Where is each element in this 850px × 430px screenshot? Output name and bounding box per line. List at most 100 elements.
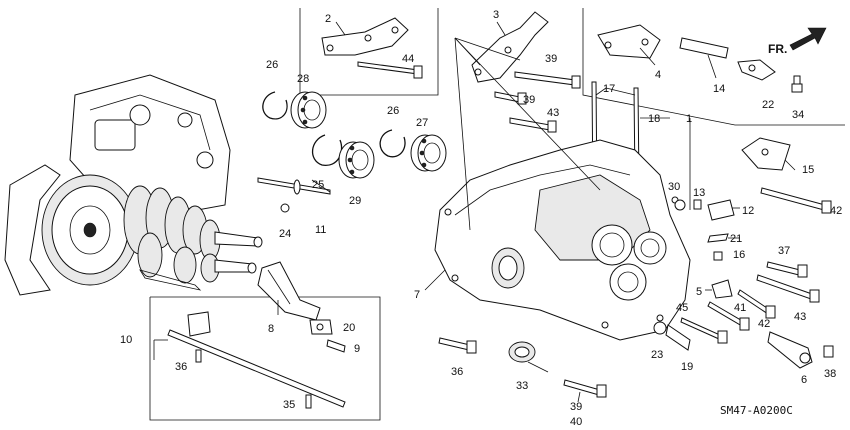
clip-5 <box>711 279 733 299</box>
callout-45: 45 <box>676 302 688 314</box>
gear-assembly <box>4 74 263 296</box>
callout-labels: 2 3 4 14 22 34 44 39 39 43 17 18 1 15 26… <box>120 9 842 428</box>
bolt-38 <box>766 261 808 278</box>
callout-43-right: 43 <box>794 311 806 323</box>
bracket-box-44 <box>299 8 439 96</box>
callout-2: 2 <box>325 13 331 25</box>
callout-23: 23 <box>651 349 663 361</box>
orientation-label: FR. <box>768 42 787 56</box>
leader-lines <box>153 21 796 403</box>
callout-30: 30 <box>668 181 680 193</box>
front-direction-arrow-icon <box>789 27 827 51</box>
bearing-27 <box>410 134 447 172</box>
snap-ring-26-left <box>262 91 288 120</box>
shift-fork-8 <box>257 261 321 321</box>
detent-20 <box>309 319 333 335</box>
callout-3: 3 <box>493 9 499 21</box>
callout-10: 10 <box>120 334 132 346</box>
washer-30 <box>674 199 686 211</box>
callout-14: 14 <box>713 83 725 95</box>
callout-6: 6 <box>801 374 807 386</box>
callout-27: 27 <box>416 117 428 129</box>
callout-25: 25 <box>312 179 324 191</box>
callout-26-right: 26 <box>387 105 399 117</box>
bolt-44 <box>357 61 423 79</box>
callout-37: 39 <box>545 53 557 65</box>
bolt-42-top <box>760 187 832 214</box>
callout-40: 40 <box>570 416 582 428</box>
bolt-36 <box>438 337 477 354</box>
bolt-45 <box>680 317 728 344</box>
diagram-code: SM47-A0200C <box>720 404 793 417</box>
callout-35: 38 <box>824 368 836 380</box>
bolt-24 <box>280 203 290 213</box>
callout-1: 1 <box>686 113 692 125</box>
callout-42-mid: 42 <box>758 318 770 330</box>
bearing-29 <box>338 141 375 179</box>
callout-13: 13 <box>693 187 705 199</box>
callout-28: 28 <box>297 73 309 85</box>
callout-9: 9 <box>354 343 360 355</box>
bolt-39-40 <box>563 379 607 398</box>
bolt-39-top <box>494 91 527 105</box>
shift-arm-6 <box>767 331 813 369</box>
callout-39-bottom: 39 <box>570 401 582 413</box>
callout-20: 20 <box>343 322 355 334</box>
bracket-22 <box>737 59 776 81</box>
bolt-23 <box>653 321 667 335</box>
callout-44: 44 <box>402 53 414 65</box>
bracket-box-right <box>582 8 845 126</box>
callout-33: 35 <box>283 399 295 411</box>
oil-seal-31 <box>508 341 536 363</box>
callout-16: 16 <box>733 249 745 261</box>
callout-11: 11 <box>315 224 326 236</box>
callout-21: 21 <box>730 233 742 245</box>
callout-17: 17 <box>603 83 615 95</box>
callout-5: 5 <box>696 286 702 298</box>
sensor-12 <box>707 199 735 221</box>
shift-rod-11 <box>257 177 331 195</box>
callout-18: 18 <box>648 113 660 125</box>
callout-32: 34 <box>792 109 804 121</box>
bolt-9 <box>326 339 346 353</box>
callout-43-top: 43 <box>547 107 559 119</box>
callout-39-top: 39 <box>523 94 535 106</box>
callout-12: 12 <box>742 205 754 217</box>
snap-ring-25 <box>311 134 343 166</box>
bolt-41 <box>707 301 750 331</box>
bolt-13 <box>693 199 702 210</box>
bolt-37 <box>514 71 581 89</box>
callout-7: 7 <box>414 289 420 301</box>
callout-15: 15 <box>802 164 814 176</box>
bolt-32 <box>791 75 803 93</box>
bolt-43-right <box>756 274 820 303</box>
callout-41: 41 <box>734 302 746 314</box>
bolt-19 <box>665 324 691 351</box>
bracket-3 <box>471 11 549 83</box>
callout-24: 24 <box>279 228 291 240</box>
callout-42-top: 42 <box>830 205 842 217</box>
callout-22: 22 <box>762 99 774 111</box>
shift-shaft-box <box>149 296 381 421</box>
plate-14 <box>679 37 729 59</box>
bolt-35 <box>823 345 834 358</box>
snap-ring-26-right <box>379 129 406 158</box>
bracket-15 <box>741 137 791 171</box>
shift-shaft-assembly <box>167 311 346 409</box>
callout-38: 37 <box>778 245 790 257</box>
bracket-2 <box>321 17 409 56</box>
bearing-28 <box>290 91 327 129</box>
callout-36: 36 <box>451 366 463 378</box>
bracket-4 <box>597 24 661 59</box>
bolt-42-mid <box>737 289 776 319</box>
callout-26-left: 26 <box>266 59 278 71</box>
callout-19: 19 <box>681 361 693 373</box>
transmission-case <box>434 139 691 341</box>
clip-21 <box>707 233 729 243</box>
callout-4: 4 <box>655 69 661 81</box>
bolt-16 <box>713 251 723 261</box>
callout-29: 29 <box>349 195 361 207</box>
callout-8: 8 <box>268 323 274 335</box>
